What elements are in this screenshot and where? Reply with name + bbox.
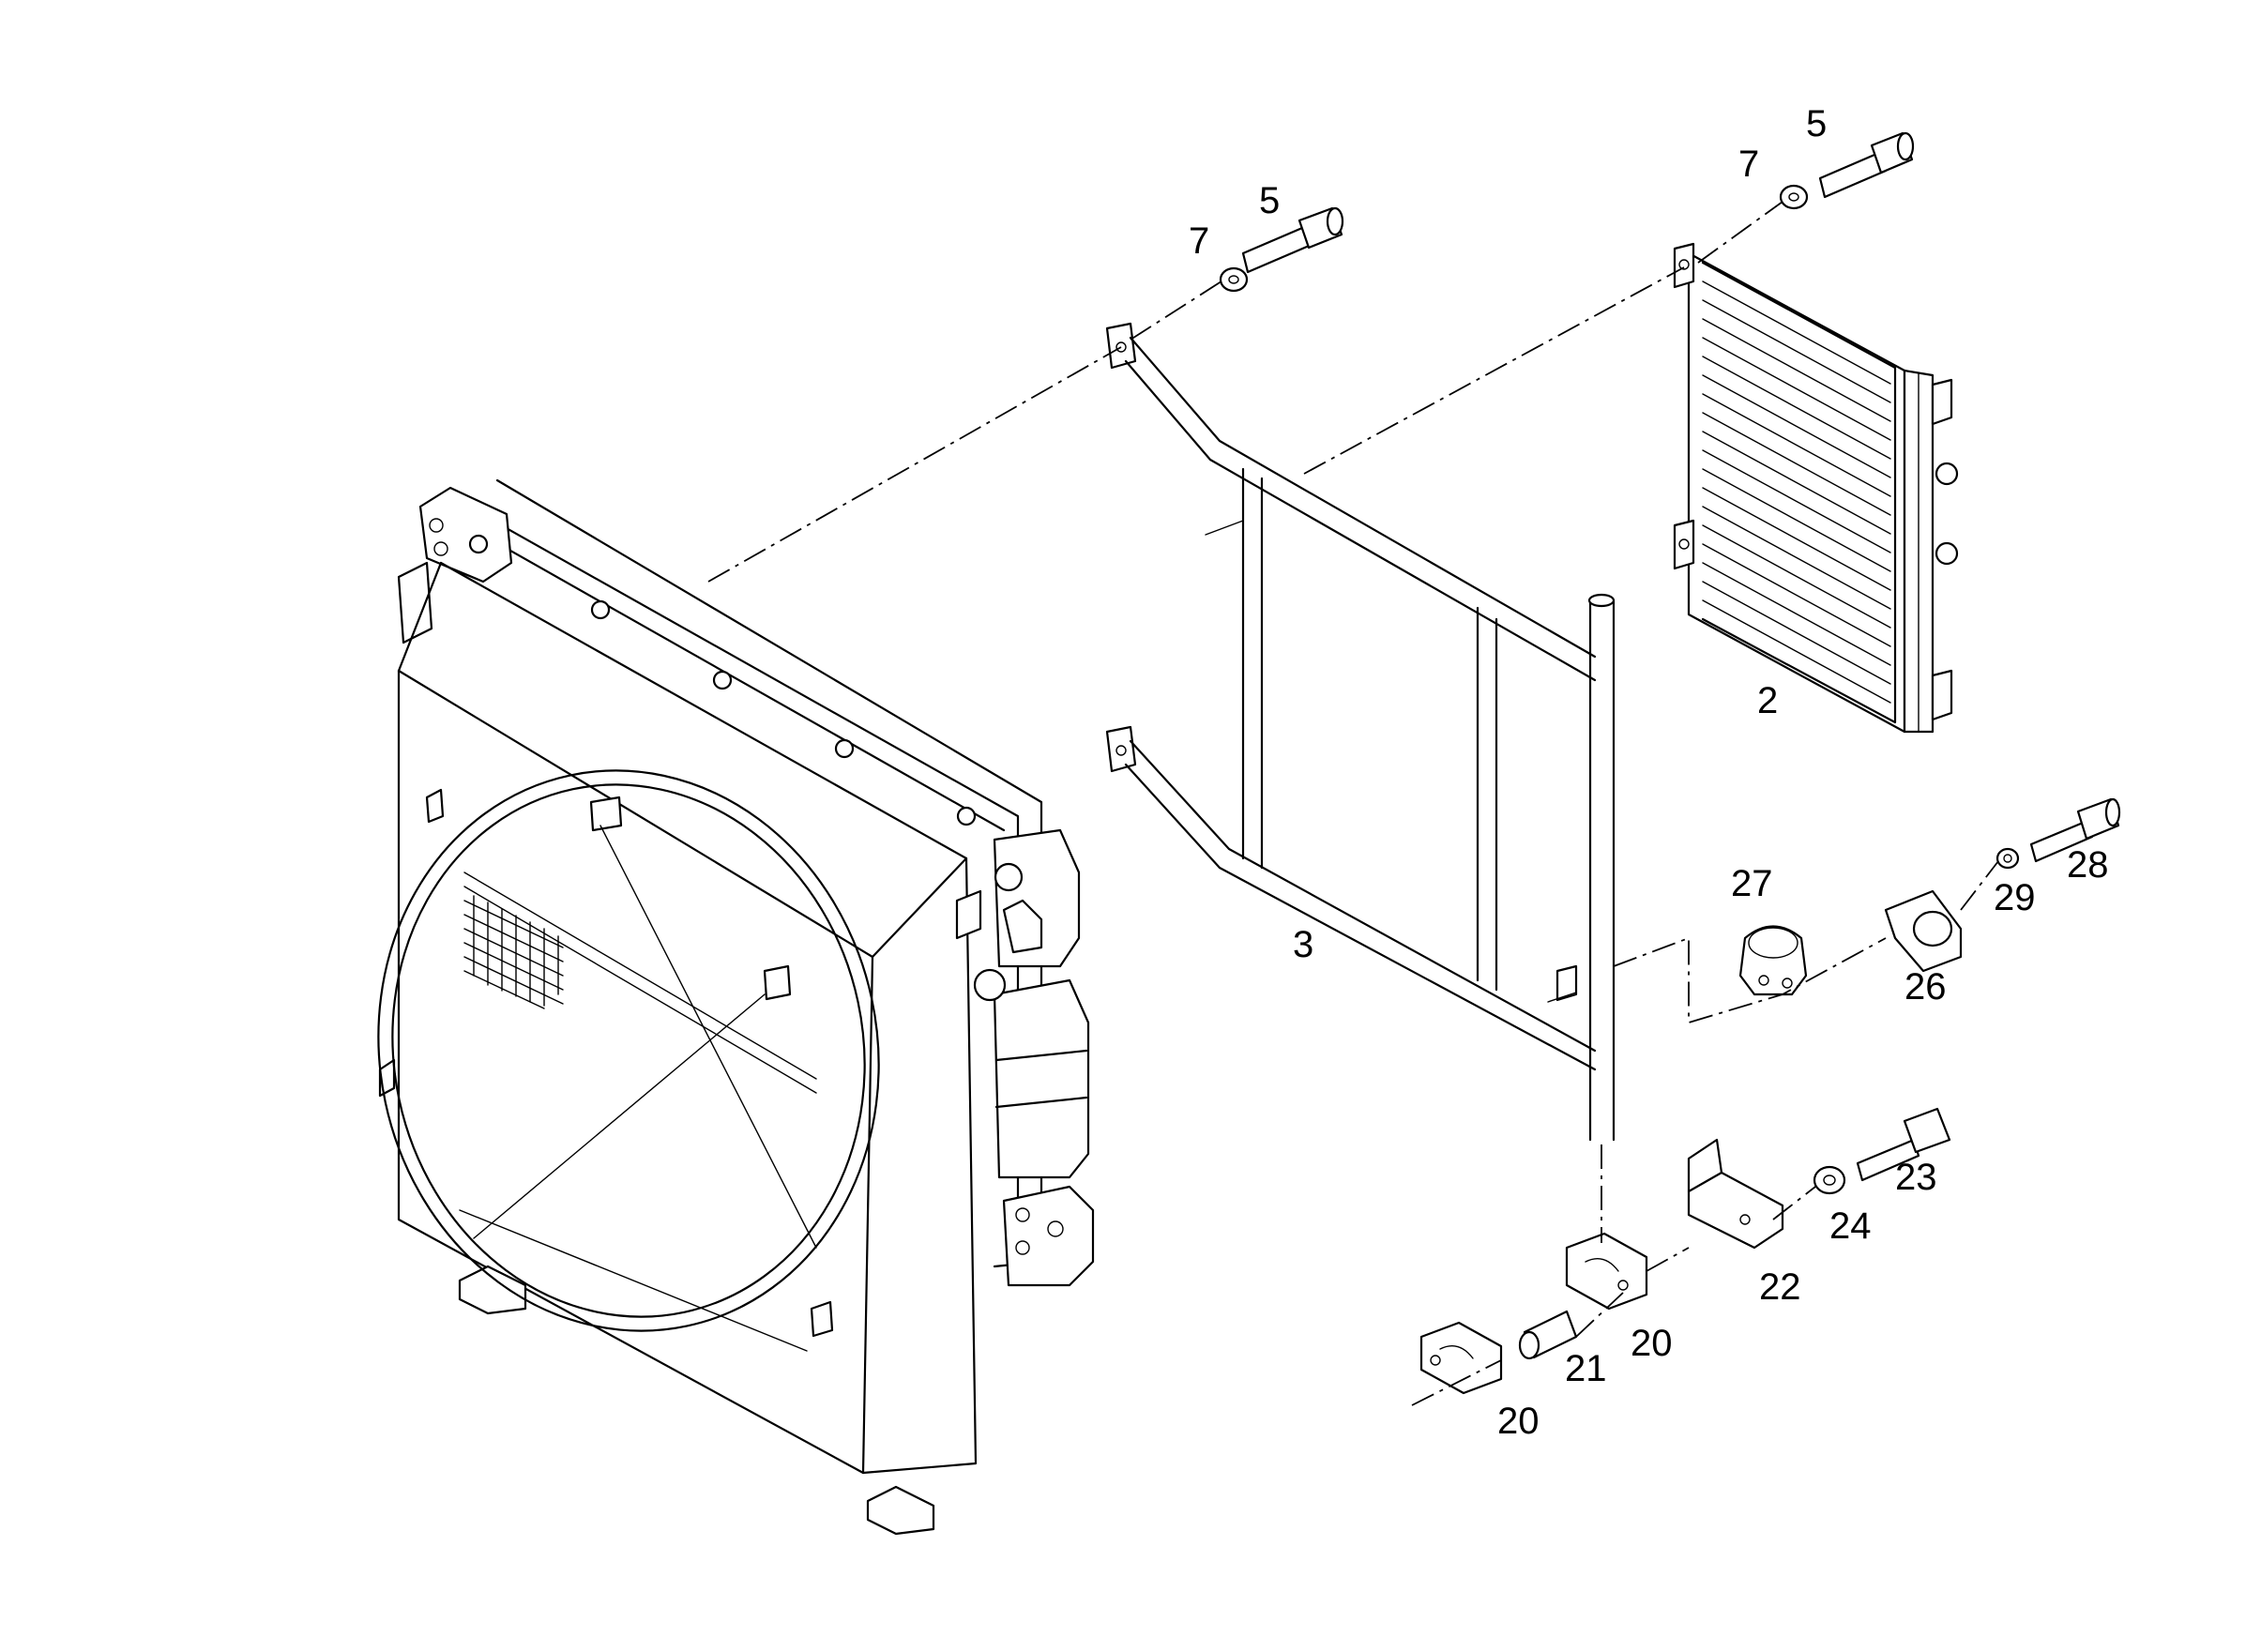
clamp-26 [1884, 889, 1963, 973]
callout-27: 27 [1731, 863, 1773, 904]
bolt-5-left [1241, 206, 1344, 274]
washer-7-right [1779, 184, 1809, 210]
block-20-upper [1565, 1232, 1648, 1311]
callout-2: 2 [1757, 680, 1778, 721]
cooler-core [1673, 242, 1959, 734]
clamp-27 [1738, 925, 1808, 996]
callout-29: 29 [1994, 877, 2036, 918]
callout-5-left: 5 [1259, 180, 1280, 221]
callout-5-right: 5 [1806, 103, 1827, 144]
washer-24 [1813, 1165, 1846, 1195]
callout-20-upper: 20 [1631, 1323, 1673, 1364]
bolt-28 [2029, 797, 2121, 863]
callout-7-left: 7 [1189, 220, 1209, 262]
callout-3: 3 [1293, 924, 1313, 965]
callout-28: 28 [2067, 844, 2109, 886]
bolt-5-right [1818, 131, 1915, 199]
radiator-assembly [377, 478, 1095, 1536]
callout-23: 23 [1895, 1157, 1937, 1198]
grille-mesh [463, 895, 564, 1009]
washer-29 [1995, 847, 2020, 870]
bracket-22 [1687, 1138, 1784, 1250]
leader-lines [707, 201, 1999, 1406]
callout-21: 21 [1565, 1348, 1607, 1389]
callout-24: 24 [1829, 1205, 1872, 1247]
block-20-lower [1419, 1321, 1503, 1395]
bolt-23 [1856, 1107, 1951, 1182]
callout-26: 26 [1904, 966, 1947, 1008]
washer-7-left [1219, 266, 1249, 293]
support-frame [1105, 322, 1616, 1142]
callout-22: 22 [1759, 1266, 1801, 1308]
callout-labels: 5 7 5 7 2 3 27 26 29 28 23 24 22 20 21 2… [1189, 103, 2109, 1442]
callout-7-right: 7 [1738, 144, 1759, 185]
callout-20-lower: 20 [1497, 1401, 1540, 1442]
